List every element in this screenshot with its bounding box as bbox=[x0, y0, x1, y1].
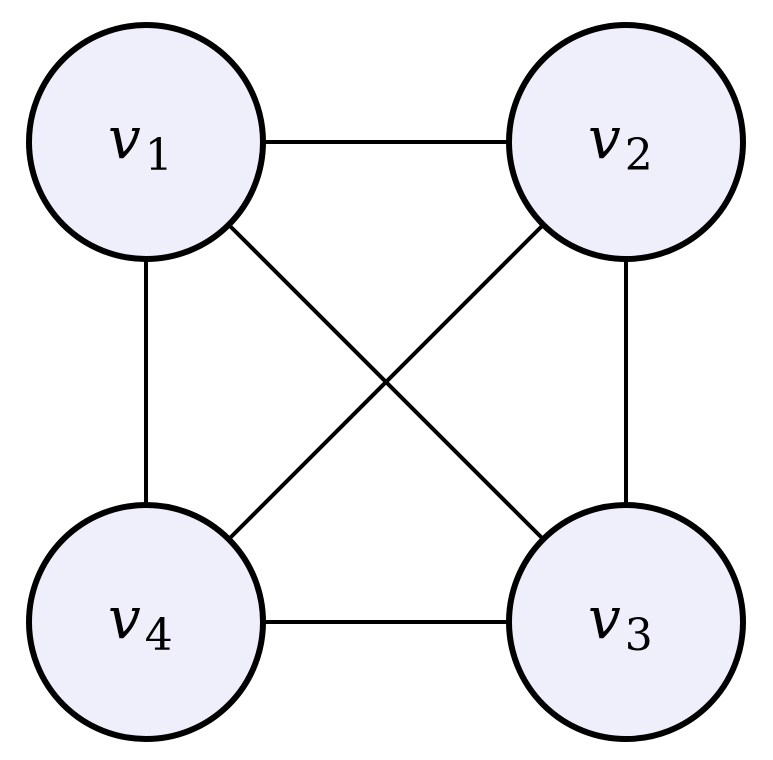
node-label-base: v bbox=[108, 584, 141, 652]
node-label: v3 bbox=[588, 584, 653, 661]
node-circle bbox=[506, 502, 746, 742]
edges-layer bbox=[144, 140, 628, 624]
node-label-subscript: 4 bbox=[145, 610, 173, 661]
node-v1: v1 bbox=[26, 22, 266, 262]
node-v4: v4 bbox=[26, 502, 266, 742]
node-label-base: v bbox=[588, 584, 621, 652]
node-v3: v3 bbox=[506, 502, 746, 742]
node-circle bbox=[506, 22, 746, 262]
edge-v2-v4 bbox=[227, 223, 545, 541]
node-label-base: v bbox=[588, 104, 621, 172]
node-label-subscript: 3 bbox=[625, 610, 653, 661]
node-label-base: v bbox=[108, 104, 141, 172]
node-label-subscript: 2 bbox=[625, 130, 653, 181]
node-label: v1 bbox=[108, 104, 173, 181]
node-label: v4 bbox=[108, 584, 173, 661]
node-circle bbox=[26, 22, 266, 262]
node-label-subscript: 1 bbox=[145, 130, 173, 181]
node-label: v2 bbox=[588, 104, 653, 181]
node-circle bbox=[26, 502, 266, 742]
node-v2: v2 bbox=[506, 22, 746, 262]
